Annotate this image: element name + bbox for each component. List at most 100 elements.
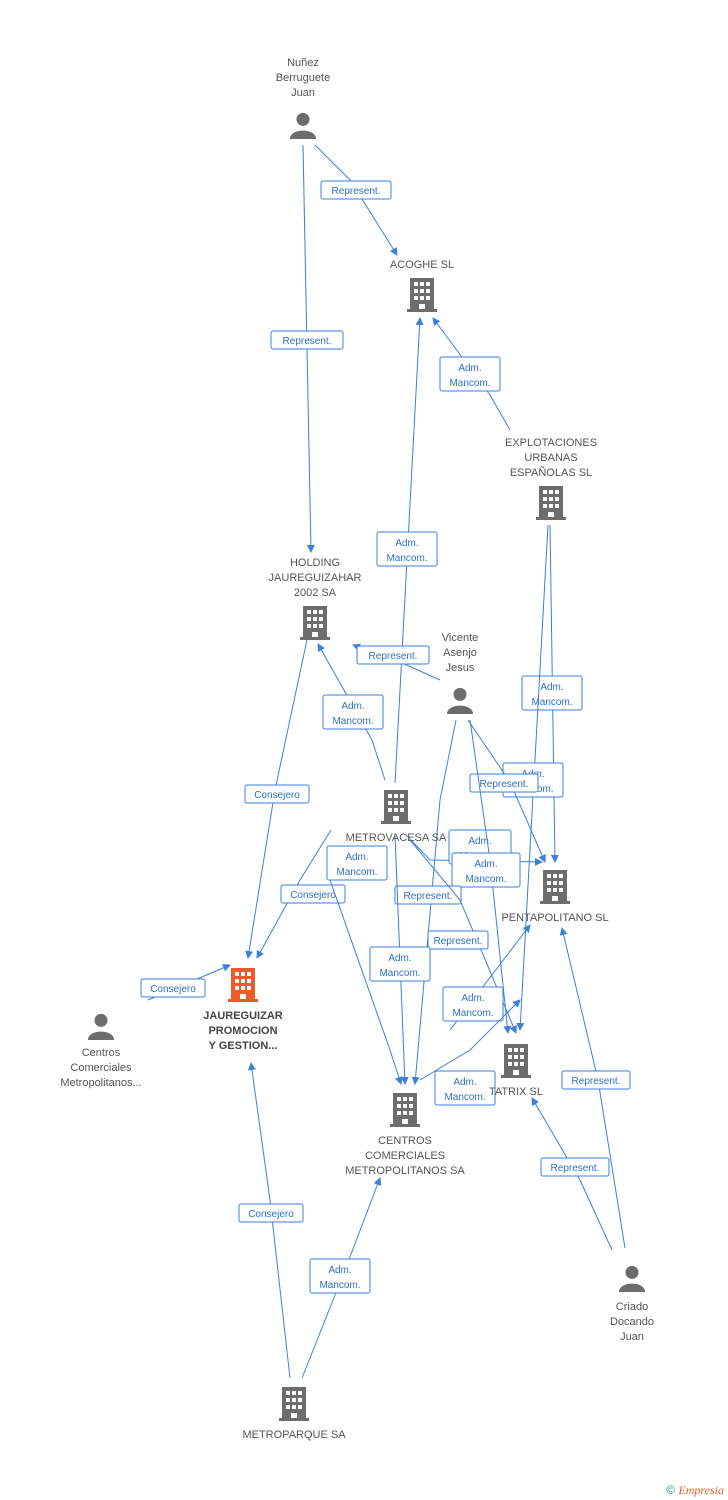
node-label: METROVACESA SA [346,832,447,844]
edge-label-box[interactable] [309,1258,371,1294]
edge-label-box[interactable] [140,978,206,998]
edge-label-box[interactable] [442,986,504,1022]
edge-arrow [314,144,398,256]
edge-label-box[interactable] [322,694,384,730]
relation-edge: Consejero [140,964,231,1001]
edge-label: Adm. [468,836,491,847]
edge-label: Adm. [540,682,563,693]
edge-label: Adm. [345,852,368,863]
relation-edge: Represent. [394,719,462,1085]
edge-label: Mancom. [386,553,427,564]
edge-label: Consejero [290,890,336,901]
edge-label-box[interactable] [244,784,310,804]
relation-edge: Adm.Mancom. [419,999,521,1106]
relation-edge: Consejero [256,829,346,959]
edge-label-box[interactable] [376,531,438,567]
edge-arrow [247,1062,291,1379]
edge-label: Adm. [328,1265,351,1276]
relation-edge: Consejero [244,634,310,959]
edge-label-box[interactable] [270,330,344,350]
edge-label-box[interactable] [369,946,431,982]
node-label: Juan [291,87,315,99]
relation-edge: Consejero [238,1062,304,1379]
node-label: 2002 SA [294,587,337,599]
edge-label-box[interactable] [521,675,583,711]
node-label: JAUREGUIZAHAR [269,572,362,584]
node-label: Centros [82,1047,121,1059]
node-acoghe[interactable]: ACOGHE SL [390,259,454,312]
node-label: Jesus [446,662,475,674]
edge-arrow [329,879,403,1085]
node-label: Nuñez [287,57,319,69]
edge-label: Consejero [254,790,300,801]
building-icon [279,1387,309,1421]
node-metroparque[interactable]: METROPARQUE SA [242,1387,346,1441]
node-label: Juan [620,1331,644,1343]
edge-label: Adm. [341,701,364,712]
edge-label: Represent. [404,891,453,902]
person-icon [87,1013,115,1040]
edge-label-box[interactable] [356,645,430,665]
node-label: Docando [610,1316,654,1328]
edge-label: Mancom. [449,378,490,389]
edge-label-box[interactable] [434,1070,496,1106]
relation-edge: Adm.Mancom. [451,719,521,1034]
edge-label-box[interactable] [469,773,539,793]
person-icon [289,112,317,139]
relation-edge: Adm.Mancom. [301,1177,382,1379]
building-icon [390,1093,420,1127]
person-icon [618,1265,646,1292]
edge-label: Adm. [474,859,497,870]
edge-label-box[interactable] [326,845,388,881]
edge-arrow [411,719,457,1085]
node-centros_p[interactable]: CentrosComercialesMetropolitanos... [60,1013,142,1089]
edge-label-box[interactable] [540,1157,610,1177]
node-label: ESPAÑOLAS SL [510,466,592,479]
building-icon [540,870,570,904]
edge-label-box[interactable] [320,180,392,200]
edge-label: Mancom. [531,697,572,708]
node-label: ACOGHE SL [390,259,454,271]
edge-label-box[interactable] [439,356,501,392]
building-icon [300,606,330,640]
edge-label-box[interactable] [427,930,489,950]
relation-edge: Adm. Mancom. [432,317,511,431]
relation-edge: Adm. Mancom. [521,524,583,863]
node-label: Asenjo [443,647,477,659]
node-label: EXPLOTACIONES [505,437,597,449]
edge-label: Adm. [453,1077,476,1088]
node-pentapolitano[interactable]: PENTAPOLITANO SL [501,870,609,924]
node-label: Metropolitanos... [60,1077,141,1089]
node-metrovacesa[interactable]: METROVACESA SA [346,790,447,844]
edge-label: Represent. [369,651,418,662]
edge-label-box[interactable] [238,1203,304,1223]
edge-label-box[interactable] [280,884,346,904]
edge-label: Mancom. [336,867,377,878]
edge-label-box[interactable] [394,885,462,905]
edge-label: Represent. [283,336,332,347]
node-tatrix[interactable]: TATRIX SL [489,1044,543,1098]
edge-label: Adm. [458,363,481,374]
edge-label: Represent. [572,1076,621,1087]
relation-edge: Represent. [467,719,546,863]
edge-label: Represent. [434,936,483,947]
node-label: Y GESTION... [209,1040,278,1052]
edge-label: Adm. [388,953,411,964]
node-label: Vicente [442,632,479,644]
relation-edge: Adm.Mancom. [442,924,531,1031]
relation-edge: Represent. [270,144,344,553]
building-icon [536,486,566,520]
edge-label-box[interactable] [561,1070,631,1090]
node-label: Berruguete [276,72,330,84]
node-label: COMERCIALES [365,1150,445,1162]
node-label: JAUREGUIZAR [203,1010,283,1022]
edge-label-box[interactable] [451,852,521,888]
